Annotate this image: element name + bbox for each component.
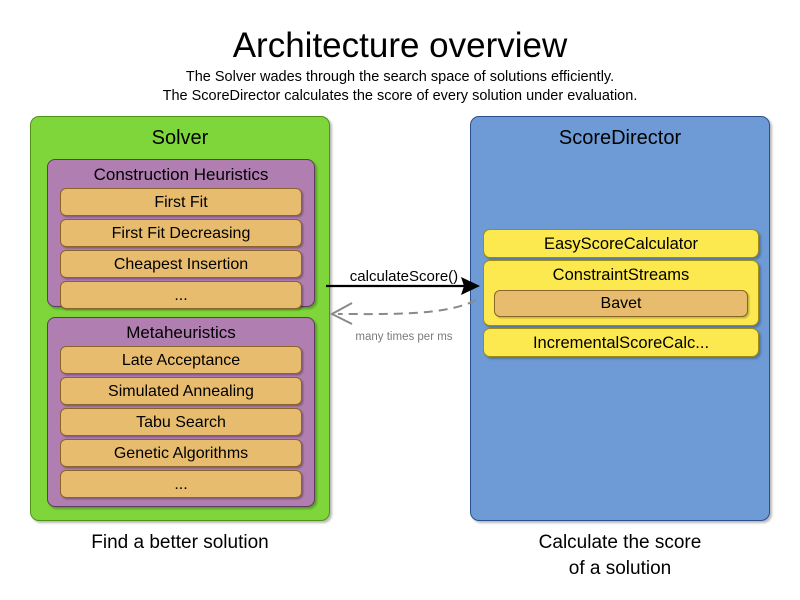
score-director-caption-line-1: Calculate the score	[538, 532, 702, 553]
subtitle-line-1: The Solver wades through the search spac…	[185, 69, 615, 85]
connector-request-label: calculateScore()	[349, 268, 459, 285]
group-construction-heuristics[interactable]: Construction Heuristics First Fit First …	[47, 159, 315, 309]
list-item[interactable]: Tabu Search	[60, 408, 302, 436]
calculator-constraint-streams[interactable]: ConstraintStreams Bavet	[483, 260, 759, 326]
subtitle-line-2: The ScoreDirector calculates the score o…	[162, 88, 638, 104]
calculator-incremental-score-calculator[interactable]: IncrementalScoreCalc...	[483, 328, 759, 357]
page-subtitle: The Solver wades through the search spac…	[0, 68, 800, 106]
list-item[interactable]: First Fit	[60, 188, 302, 216]
calculator-label: IncrementalScoreCalc...	[532, 334, 710, 352]
list-item[interactable]: Genetic Algorithms	[60, 439, 302, 467]
list-item[interactable]: Cheapest Insertion	[60, 250, 302, 278]
group-label-construction-heuristics: Construction Heuristics	[93, 165, 269, 184]
list-item[interactable]: Late Acceptance	[60, 346, 302, 374]
solver-caption: Find a better solution	[91, 532, 269, 553]
calculator-label: EasyScoreCalculator	[543, 235, 699, 253]
solver-panel-title: Solver	[151, 127, 209, 149]
score-director-panel-title: ScoreDirector	[558, 127, 682, 149]
solver-panel[interactable]: Solver Construction Heuristics First Fit…	[30, 116, 330, 521]
list-item[interactable]: First Fit Decreasing	[60, 219, 302, 247]
page-title: Architecture overview	[232, 26, 568, 65]
connector-arrows	[326, 277, 480, 325]
connector-response-label: many times per ms	[355, 331, 453, 343]
score-director-caption: Calculate the score of a solution	[470, 530, 770, 582]
calculator-easy-score-calculator[interactable]: EasyScoreCalculator	[483, 229, 759, 258]
list-item[interactable]: Bavet	[494, 290, 748, 317]
arrow-calculate-score	[326, 277, 480, 295]
calculator-label: ConstraintStreams	[552, 266, 690, 284]
list-item[interactable]: Simulated Annealing	[60, 377, 302, 405]
score-director-panel[interactable]: ScoreDirector EasyScoreCalculator Constr…	[470, 116, 770, 521]
arrow-many-times-per-ms	[329, 299, 477, 325]
group-metaheuristics[interactable]: Metaheuristics Late Acceptance Simulated…	[47, 317, 315, 507]
list-item[interactable]: ...	[60, 470, 302, 498]
group-label-metaheuristics: Metaheuristics	[126, 323, 236, 342]
score-director-caption-line-2: of a solution	[568, 558, 672, 579]
list-item[interactable]: ...	[60, 281, 302, 309]
